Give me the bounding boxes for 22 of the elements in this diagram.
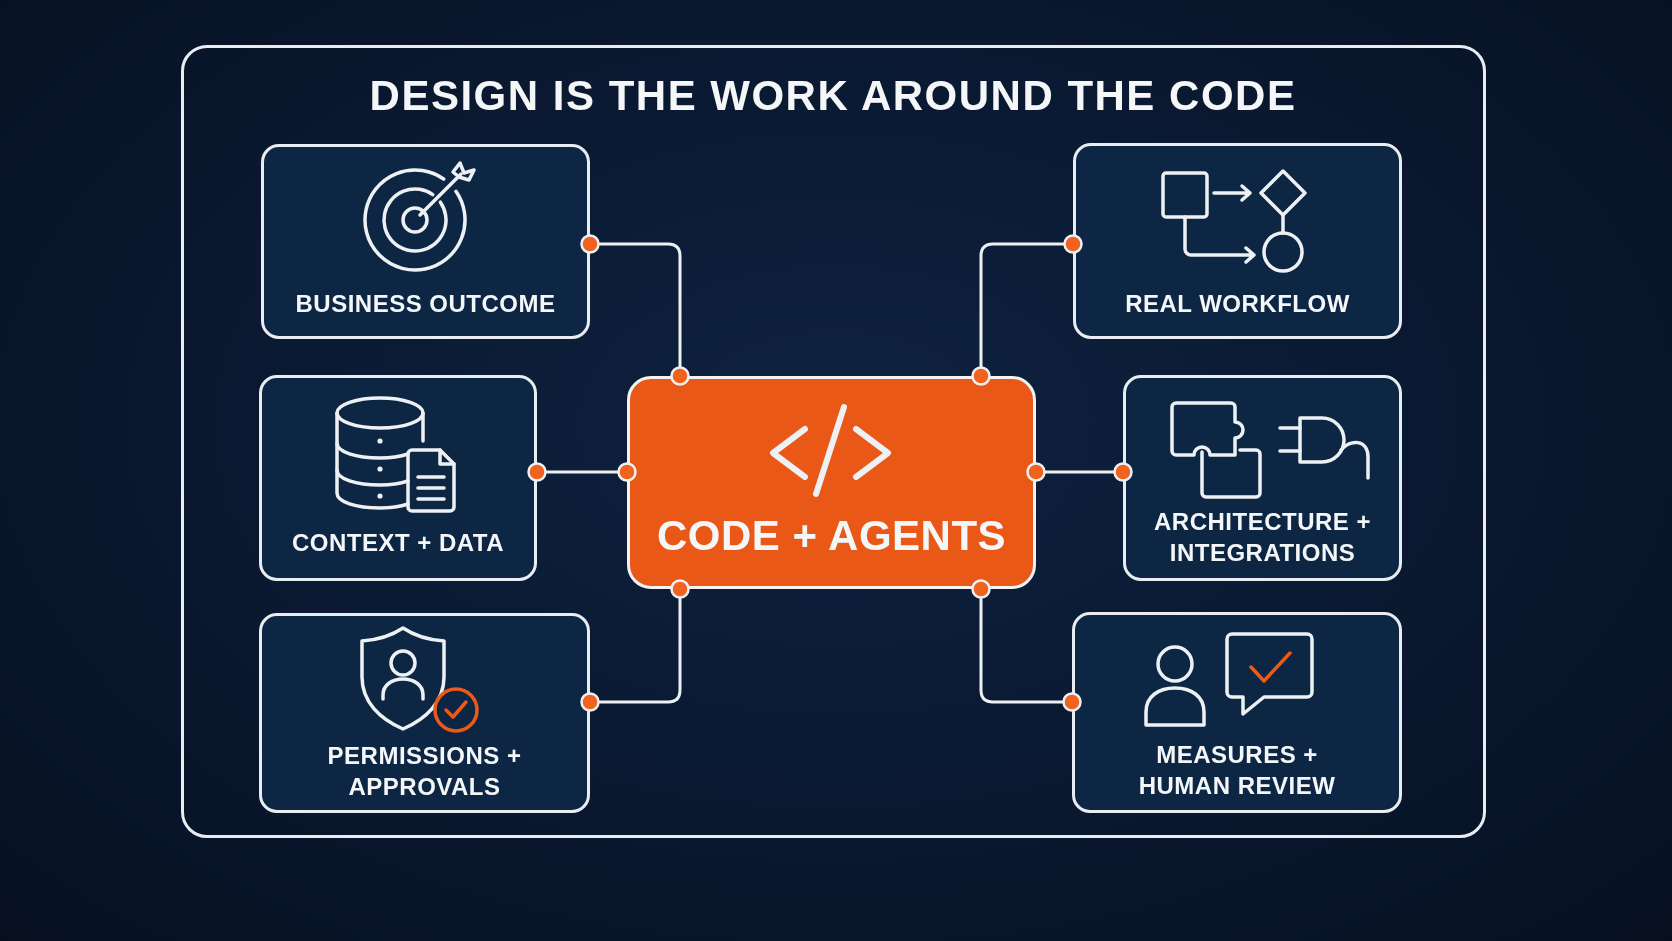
- card-label: REAL WORKFLOW: [1124, 289, 1351, 320]
- topic-card: [1072, 612, 1402, 813]
- connector-line: [971, 234, 1083, 386]
- hub-box: [627, 376, 1036, 589]
- topic-card: [261, 144, 590, 339]
- diagram-frame: [181, 45, 1486, 838]
- connector-line: [527, 462, 637, 482]
- connector-line: [580, 579, 690, 712]
- card-label: BUSINESS OUTCOME: [294, 289, 557, 320]
- topic-card: [259, 613, 590, 813]
- card-label: PERMISSIONS + APPROVALS: [326, 740, 523, 802]
- connector-line: [971, 579, 1082, 712]
- card-label: CONTEXT + DATA: [290, 528, 506, 559]
- topic-card: [259, 375, 537, 581]
- frame-title: DESIGN IS THE WORK AROUND THE CODE: [368, 70, 1298, 121]
- connector-line: [580, 234, 690, 386]
- hub-label: CODE + AGENTS: [655, 510, 1008, 561]
- topic-card: [1073, 143, 1402, 339]
- connector-line: [1026, 462, 1133, 482]
- card-label: ARCHITECTURE + INTEGRATIONS: [1153, 506, 1372, 568]
- topic-card: [1123, 375, 1402, 581]
- card-label: MEASURES + HUMAN REVIEW: [1137, 739, 1337, 801]
